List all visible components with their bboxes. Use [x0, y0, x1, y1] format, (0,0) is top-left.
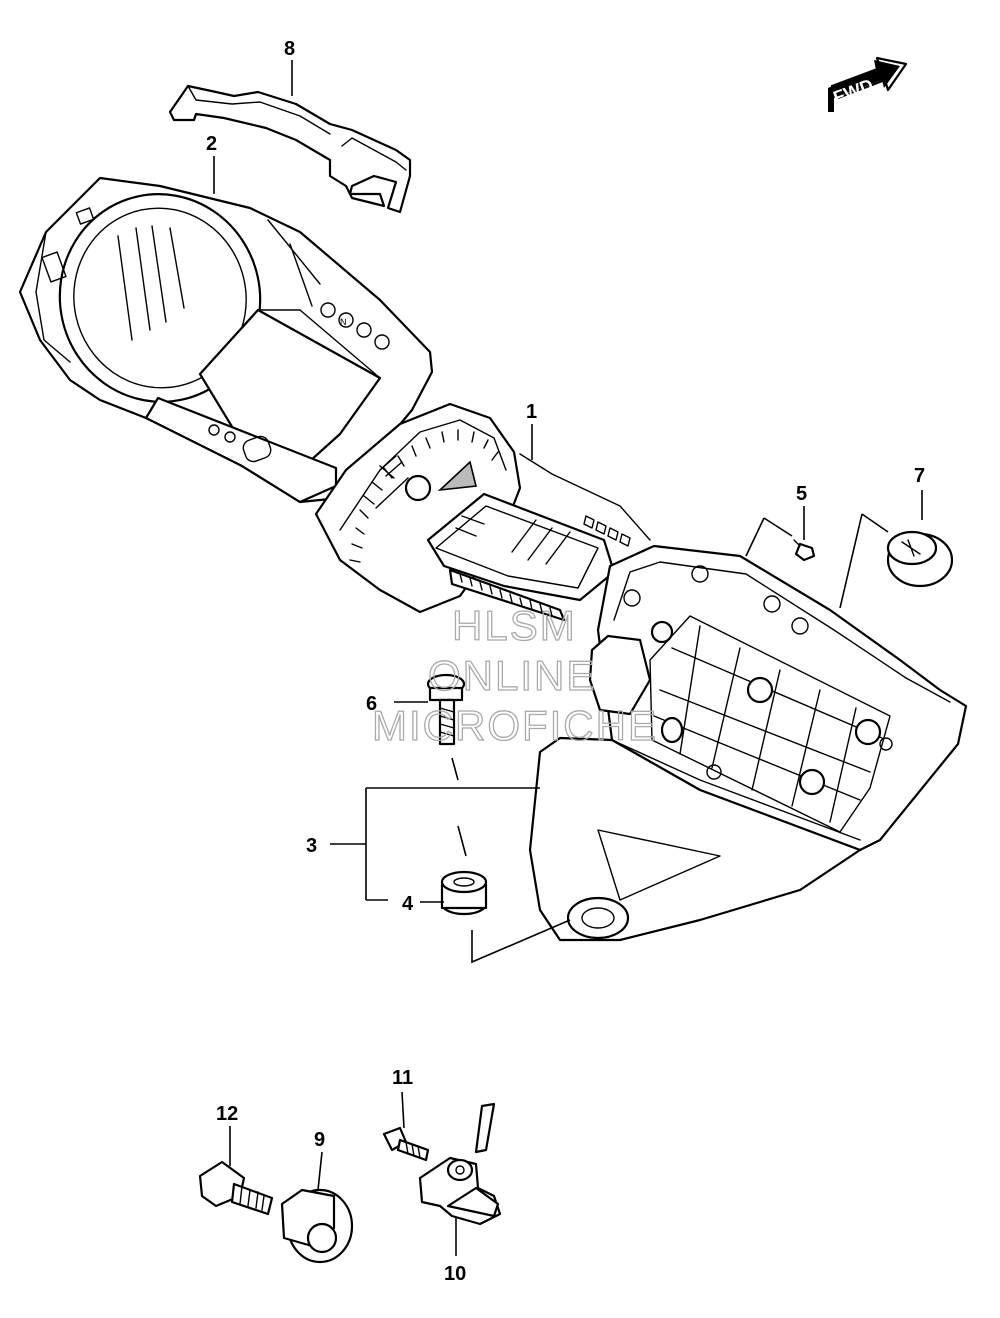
callout-labels: 8 2 1 5 7 6 3 4 11 12 9 10	[206, 38, 925, 1285]
callout-7: 7	[914, 465, 925, 487]
part-9-nut	[280, 1188, 354, 1264]
tach-tick-marks	[349, 429, 499, 563]
part-1-meter-assembly	[314, 402, 968, 942]
part-11-bolt	[382, 1126, 430, 1162]
fwd-label: FWD	[831, 75, 876, 108]
callout-6: 6	[366, 693, 377, 715]
fwd-badge: FWD	[828, 56, 908, 112]
part-6-bolt	[426, 673, 466, 746]
part-10-sensor	[418, 1102, 502, 1226]
part-12-bolt	[198, 1160, 274, 1216]
callout-10: 10	[444, 1263, 466, 1285]
callout-4: 4	[402, 893, 414, 915]
watermark: HLSM ONLINE MICROFICHE	[371, 601, 658, 749]
housing-grid	[649, 615, 891, 833]
callout-12: 12	[216, 1103, 238, 1125]
callout-11: 11	[392, 1067, 413, 1089]
part-7-cap	[886, 530, 954, 588]
callout-9: 9	[314, 1129, 325, 1151]
part-2-meter-cover: N	[18, 176, 434, 504]
callout-2: 2	[206, 133, 217, 155]
callout-3: 3	[306, 835, 317, 857]
part-5-screw	[793, 539, 816, 562]
part-8-bracket	[168, 84, 412, 214]
watermark-line-3: MICROFICHE	[372, 702, 658, 749]
callout-8: 8	[284, 38, 295, 60]
leader-lines	[213, 60, 923, 1256]
callout-1: 1	[526, 401, 537, 423]
callout-5: 5	[796, 483, 807, 505]
watermark-line-2: ONLINE	[428, 652, 596, 699]
part-4-grommet	[440, 870, 488, 916]
gear-indicator-n: N	[340, 317, 347, 327]
watermark-line-1: HLSM	[452, 602, 577, 649]
